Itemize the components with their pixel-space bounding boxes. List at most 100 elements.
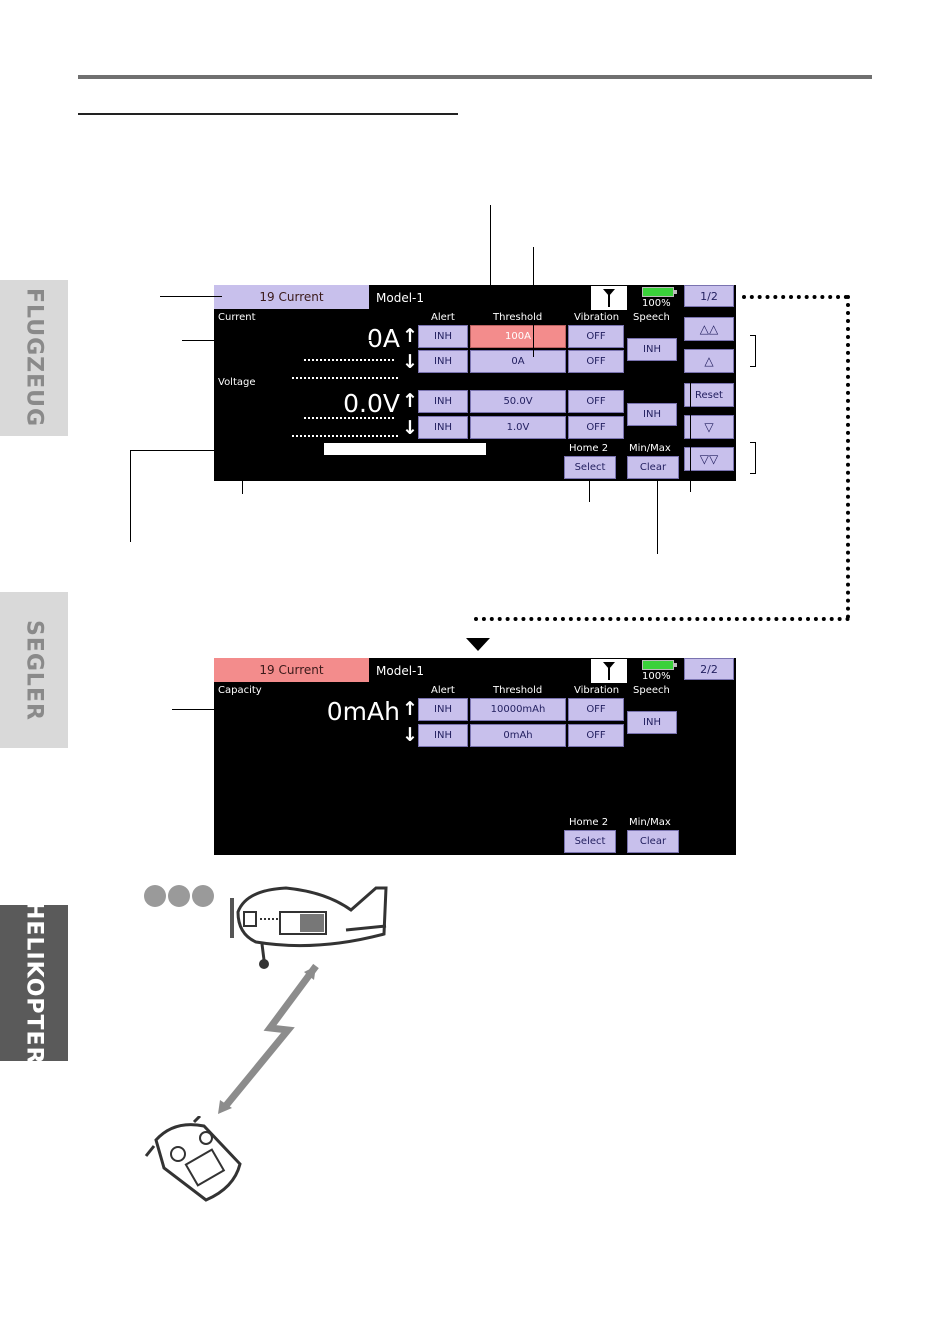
status-dots xyxy=(142,884,216,908)
alert-button[interactable]: INH xyxy=(418,325,468,348)
threshold-button[interactable]: 0A xyxy=(470,350,566,373)
home2-select-button[interactable]: Select xyxy=(564,830,616,853)
lightning-icon xyxy=(210,958,328,1118)
tab-flugzeug-label: FLUGZEUG xyxy=(21,288,47,428)
callout-line xyxy=(215,401,335,402)
vibration-button[interactable]: OFF xyxy=(568,390,624,413)
screen-title: 19 Current xyxy=(214,285,369,309)
scroll-up-fast-button[interactable]: △△ xyxy=(684,317,734,341)
callout-line xyxy=(160,296,222,297)
bracket xyxy=(750,335,756,336)
status-bar xyxy=(324,443,486,455)
bracket xyxy=(755,335,756,367)
col-alert: Alert xyxy=(431,312,455,323)
vibration-button[interactable]: OFF xyxy=(568,350,624,373)
speech-button[interactable]: INH xyxy=(627,711,677,734)
dotted-connector xyxy=(474,617,850,621)
voltage-value: 0.0V xyxy=(343,389,400,418)
tab-flugzeug[interactable]: FLUGZEUG xyxy=(0,280,68,436)
bracket xyxy=(750,473,756,474)
label-voltage: Voltage xyxy=(218,377,256,388)
bracket xyxy=(755,442,756,474)
threshold-button[interactable]: 0mAh xyxy=(470,724,566,747)
threshold-button[interactable]: 1.0V xyxy=(470,416,566,439)
tab-segler-label: SEGLER xyxy=(21,619,47,721)
minmax-label: Min/Max xyxy=(629,817,671,828)
home2-label: Home 2 xyxy=(569,443,609,454)
bracket xyxy=(750,366,756,367)
minmax-clear-button[interactable]: Clear xyxy=(627,456,679,479)
callout-line xyxy=(657,480,658,554)
triangle-down-icon xyxy=(466,638,490,651)
callout-line xyxy=(490,205,491,325)
vibration-button[interactable]: OFF xyxy=(568,724,624,747)
home2-label: Home 2 xyxy=(569,817,609,828)
callout-line xyxy=(242,464,550,465)
battery-percent: 100% xyxy=(642,671,671,682)
antenna-icon xyxy=(591,659,627,683)
threshold-button[interactable]: 100A xyxy=(470,325,566,348)
arrow-down-icon: ↓ xyxy=(402,417,418,439)
battery-icon xyxy=(642,287,677,297)
threshold-button[interactable]: 50.0V xyxy=(470,390,566,413)
col-threshold: Threshold xyxy=(493,685,543,696)
screen-title: 19 Current xyxy=(214,658,369,682)
label-current: Current xyxy=(218,312,256,323)
dotted-connector xyxy=(846,295,850,619)
header-rule xyxy=(78,75,872,79)
alert-button[interactable]: INH xyxy=(418,390,468,413)
capacity-value: 0mAh xyxy=(326,697,400,726)
dotted-field xyxy=(304,417,394,419)
alert-button[interactable]: INH xyxy=(418,698,468,721)
alert-button[interactable]: INH xyxy=(418,724,468,747)
dotted-field xyxy=(292,435,398,437)
arrow-up-icon: ↑ xyxy=(402,325,418,347)
label-capacity: Capacity xyxy=(218,685,262,696)
col-speech: Speech xyxy=(633,312,670,323)
callout-line xyxy=(130,450,228,451)
speech-button[interactable]: INH xyxy=(627,403,677,426)
scroll-up-button[interactable]: △ xyxy=(684,349,734,373)
model-name: Model-1 xyxy=(376,291,424,305)
speech-button[interactable]: INH xyxy=(627,338,677,361)
callout-line xyxy=(589,480,590,502)
col-vibration: Vibration xyxy=(574,685,620,696)
alert-button[interactable]: INH xyxy=(418,350,468,373)
vibration-button[interactable]: OFF xyxy=(568,325,624,348)
callout-line xyxy=(533,247,534,357)
dotted-field xyxy=(292,377,398,379)
scroll-down-fast-button[interactable]: ▽▽ xyxy=(684,447,734,471)
airplane-icon xyxy=(226,882,396,972)
dotted-connector xyxy=(742,295,848,299)
col-speech: Speech xyxy=(633,685,670,696)
vibration-button[interactable]: OFF xyxy=(568,416,624,439)
bracket xyxy=(750,442,756,443)
model-name: Model-1 xyxy=(376,664,424,678)
col-alert: Alert xyxy=(431,685,455,696)
vibration-button[interactable]: OFF xyxy=(568,698,624,721)
tab-helikopter[interactable]: HELIKOPTER xyxy=(0,901,68,1065)
arrow-up-icon: ↑ xyxy=(402,390,418,412)
alert-button[interactable]: INH xyxy=(418,416,468,439)
callout-line xyxy=(172,709,322,710)
reset-button[interactable]: Reset xyxy=(684,383,734,407)
dotted-field xyxy=(304,359,394,361)
page-button[interactable]: 1/2 xyxy=(684,285,734,307)
screen-page-1: 19 Current Model-1 100% 1/2 Current Aler… xyxy=(214,285,736,481)
callout-line xyxy=(130,450,131,542)
tab-segler[interactable]: SEGLER xyxy=(0,592,68,748)
home2-select-button[interactable]: Select xyxy=(564,456,616,479)
page-button[interactable]: 2/2 xyxy=(684,658,734,680)
callout-line xyxy=(690,376,691,492)
minmax-clear-button[interactable]: Clear xyxy=(627,830,679,853)
scroll-down-button[interactable]: ▽ xyxy=(684,415,734,439)
screen-page-2: 19 Current Model-1 100% 2/2 Capacity Ale… xyxy=(214,658,736,855)
threshold-button[interactable]: 10000mAh xyxy=(470,698,566,721)
battery-percent: 100% xyxy=(642,298,671,309)
transmitter-icon xyxy=(144,1114,244,1206)
battery-icon xyxy=(642,660,677,670)
col-threshold: Threshold xyxy=(493,312,543,323)
antenna-icon xyxy=(591,286,627,310)
arrow-down-icon: ↓ xyxy=(402,724,418,746)
arrow-up-icon: ↑ xyxy=(402,698,418,720)
